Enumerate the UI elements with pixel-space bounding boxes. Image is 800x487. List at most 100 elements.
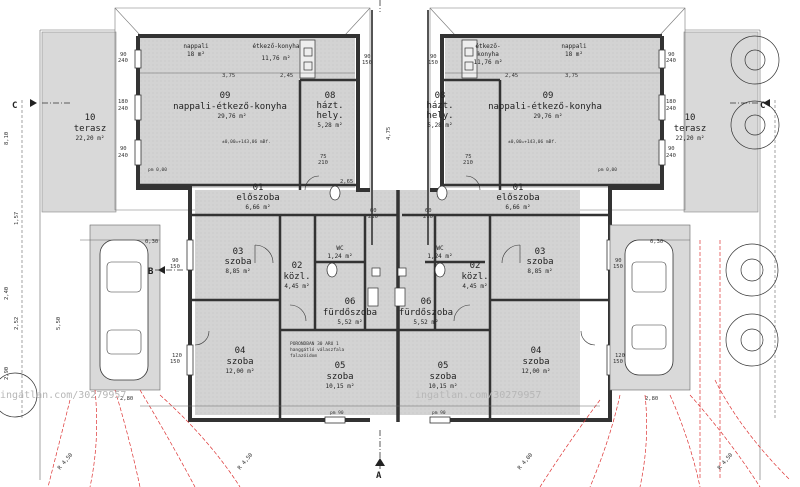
room-number: 08 <box>325 91 336 101</box>
room-area: 1,24 m² <box>427 253 452 260</box>
right-unit-labels: étkező- konyha 11,76 m² nappali 18 m² 08… <box>399 43 706 390</box>
level-mark: ±0,00=+143,06 mBf. <box>222 139 271 145</box>
dim-label: 2,80 <box>645 396 658 402</box>
room-name: hely. <box>316 111 343 121</box>
dim-label: 2,65 <box>340 179 353 185</box>
room-name: szoba <box>326 372 353 382</box>
dim-label: 150 <box>170 264 180 270</box>
dim-label: 2,40 <box>4 287 10 300</box>
dim-label: 90 <box>615 258 622 264</box>
level-mark: ±0,00=+143,06 mBf. <box>508 139 557 145</box>
dim-label: 120 <box>615 353 625 359</box>
dim-label: R 4,50 <box>717 452 734 471</box>
room-area: 12,00 m² <box>522 368 551 375</box>
level-mark: pm 90 <box>330 410 344 416</box>
door-swings <box>194 175 596 346</box>
room-area: 5,28 m² <box>317 122 342 129</box>
dim-label: R 4,50 <box>57 452 74 471</box>
room-name: szoba <box>224 257 251 267</box>
section-arrows <box>30 99 770 466</box>
room-area: 18 m² <box>565 51 583 58</box>
dim-label: 4,75 <box>386 127 392 140</box>
room-number: 03 <box>535 247 546 257</box>
dim-label: 90 <box>120 146 127 152</box>
dim-label: 2,90 <box>4 367 10 380</box>
room-name: fürdőszoba <box>323 308 377 318</box>
room-number: 06 <box>421 297 432 307</box>
dim-label: 210 <box>318 160 328 166</box>
watermark: ingatlan.com/30279957 <box>415 390 541 401</box>
car-icon <box>99 239 149 381</box>
dim-label: 150 <box>362 60 372 66</box>
room-number: 10 <box>685 113 696 123</box>
room-name: szoba <box>226 357 253 367</box>
room-number: 08 <box>435 91 446 101</box>
room-name: WC <box>436 245 444 252</box>
dim-label: 210 <box>463 160 473 166</box>
dim-label: 120 <box>172 353 182 359</box>
room-area: 11,76 m² <box>262 55 291 62</box>
dim-label: 90 <box>430 54 437 60</box>
room-number: 05 <box>335 361 346 371</box>
interior-walls-left <box>138 78 398 420</box>
site-lines <box>21 29 776 480</box>
terrace-left <box>41 31 117 213</box>
room-name: nappali <box>561 43 587 50</box>
room-area: 29,76 m² <box>534 113 563 120</box>
room-area: 5,52 m² <box>337 319 362 326</box>
dim-label: 240 <box>666 58 676 64</box>
room-name: szoba <box>526 257 553 267</box>
room-area: 22,20 m² <box>676 135 705 142</box>
dim-label: 60 <box>425 208 432 214</box>
wall-note: PORONDBAN 30 ARU 1 <box>290 341 339 347</box>
room-number: 05 <box>438 361 449 371</box>
dim-label: 8,10 <box>4 132 10 145</box>
dim-label: 2,80 <box>120 396 133 402</box>
room-name: étkező-konyha <box>253 43 300 50</box>
room-area: 6,66 m² <box>505 204 530 211</box>
turning-arcs <box>47 240 791 487</box>
dim-label: 75 <box>320 154 327 160</box>
dim-label: 150 <box>170 359 180 365</box>
dim-label: R 4,50 <box>237 452 254 471</box>
dim-label: 3,75 <box>222 73 235 79</box>
dim-label: 240 <box>666 106 676 112</box>
room-area: 4,45 m² <box>462 283 487 290</box>
dim-label: 180 <box>118 99 128 105</box>
dim-label: 180 <box>666 99 676 105</box>
room-name: terasz <box>74 124 107 134</box>
room-area: 8,85 m² <box>527 268 552 275</box>
room-name: szoba <box>429 372 456 382</box>
room-name: nappali-étkező-konyha <box>173 101 287 112</box>
room-number: 09 <box>543 91 554 101</box>
tree-icon <box>0 35 780 418</box>
room-area: 29,76 m² <box>218 113 247 120</box>
room-name: közl. <box>283 272 310 282</box>
watermark: ingatlan.com/30279957 <box>0 390 126 401</box>
section-mark-c: C <box>12 101 17 111</box>
dim-label: 2,45 <box>505 73 518 79</box>
dim-label: 240 <box>666 153 676 159</box>
wall-note: falazóidom <box>290 352 317 359</box>
room-number: 10 <box>85 113 96 123</box>
section-mark-c: C <box>760 101 765 111</box>
dim-label: 0,30 <box>650 239 663 245</box>
dim-label: 90 <box>172 258 179 264</box>
room-number: 01 <box>253 183 264 193</box>
level-mark: pm 0,00 <box>148 167 167 173</box>
dim-label: 150 <box>428 60 438 66</box>
exterior-walls <box>136 34 664 422</box>
dim-label: 0,30 <box>145 239 158 245</box>
dim-label: 60 <box>370 208 377 214</box>
dim-label: 240 <box>118 58 128 64</box>
room-number: 03 <box>233 247 244 257</box>
room-area: 18 m² <box>187 51 205 58</box>
dim-label: 240 <box>118 153 128 159</box>
fixtures <box>326 185 448 307</box>
room-area: 11,76 m² <box>474 59 503 66</box>
room-name: fürdőszoba <box>399 308 453 318</box>
room-area: 5,52 m² <box>413 319 438 326</box>
room-area: 4,45 m² <box>284 283 309 290</box>
